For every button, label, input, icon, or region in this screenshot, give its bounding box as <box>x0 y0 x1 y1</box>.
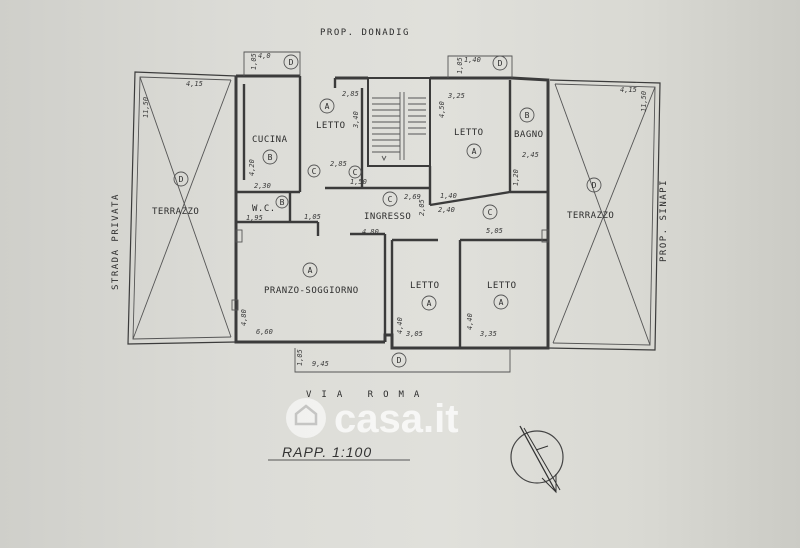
dim-32: 1,40 <box>464 56 481 64</box>
room-cucina: CUCINA <box>252 135 288 145</box>
dim-34: 1,20 <box>512 169 520 186</box>
label-street-bottom: VIA ROMA <box>306 390 429 400</box>
code-d-terrace-left: D <box>179 175 184 184</box>
room-wc: W.C. <box>252 204 276 214</box>
label-street-left: STRADA PRIVATA <box>111 193 121 290</box>
terrazzo-left-inner <box>132 76 232 340</box>
stair-steps <box>372 92 426 162</box>
code-c-hall-mid: C <box>353 168 358 177</box>
code-a-letto-bm: A <box>427 299 432 308</box>
balcony-bottom <box>294 348 511 373</box>
balcony-top-left <box>243 51 301 76</box>
watermark-text: casa.it <box>334 397 459 441</box>
room-ingresso: INGRESSO <box>364 212 411 222</box>
dim-6: 3,40 <box>352 111 360 129</box>
dimensions: 4,15 11,50 4,15 11,50 2,85 3,40 4,20 2,3… <box>142 52 648 368</box>
room-letto-top-left: LETTO <box>316 121 346 131</box>
code-a-pranzo: A <box>308 266 313 275</box>
dim-17: 4,50 <box>438 101 446 118</box>
dim-23: 6,60 <box>256 328 273 336</box>
dim-27: 3,35 <box>479 330 497 338</box>
building-wall-right <box>430 76 550 350</box>
code-a-letto-br: A <box>499 298 504 307</box>
code-d-terrace-right: D <box>592 181 597 190</box>
dim-10: 1,50 <box>350 178 367 186</box>
stairwell-box <box>367 77 431 167</box>
terrazzo-right-diagonal-2 <box>552 86 656 344</box>
terrazzo-right-inner <box>552 83 656 346</box>
dim-19: 1,40 <box>440 192 457 200</box>
dim-15: 4,80 <box>362 228 379 236</box>
dim-30: 1,05 <box>296 349 304 366</box>
room-letto-bottom-mid: LETTO <box>410 281 440 291</box>
dim-20: 2,40 <box>438 206 455 214</box>
dim-24: 4,40 <box>396 317 404 334</box>
terrazzo-left-diagonal <box>139 76 232 338</box>
north-arrow-icon <box>510 425 564 494</box>
code-c-ingresso: C <box>388 195 393 204</box>
code-b-cucina: B <box>268 153 273 162</box>
dim-1: 4,15 <box>186 80 203 88</box>
room-pranzo-soggiorno: PRANZO-SOGGIORNO <box>264 286 359 296</box>
dim-8: 2,30 <box>254 182 271 190</box>
room-code-letters: D D D D A B C C B C A B C A A A D <box>179 58 597 365</box>
code-a-letto-tl: A <box>325 102 330 111</box>
dim-21: 5,05 <box>486 227 503 235</box>
terrazzo-left-outline <box>127 71 237 345</box>
dim-18: 2,45 <box>522 151 539 159</box>
room-letto-top-right: LETTO <box>454 128 484 138</box>
room-terrazzo-left: TERRAZZO <box>152 207 199 217</box>
dim-13: 2,69 <box>404 193 421 201</box>
dim-12: 1,05 <box>304 213 321 221</box>
code-c-hall-left: C <box>312 167 317 176</box>
label-neighbor-right: PROP. SINAPI <box>659 179 669 262</box>
room-bagno: BAGNO <box>514 130 544 140</box>
code-d-balcony-bottom: D <box>397 356 402 365</box>
room-labels: TERRAZZO TERRAZZO CUCINA LETTO W.C. INGR… <box>152 121 614 296</box>
interior-walls <box>231 76 549 348</box>
room-terrazzo-right: TERRAZZO <box>567 211 614 221</box>
terrazzo-left-diagonal-2 <box>132 79 232 340</box>
code-b-wc: B <box>280 198 285 207</box>
dim-11: 1,95 <box>246 214 263 222</box>
dim-3: 4,15 <box>620 86 637 94</box>
dim-26: 4,40 <box>466 313 474 330</box>
watermark-logo: casa.it <box>286 397 459 441</box>
dim-2: 11,50 <box>142 97 150 118</box>
dim-25: 3,05 <box>405 330 423 338</box>
building-wall-left <box>234 76 385 344</box>
dim-16: 3,25 <box>447 92 465 100</box>
dim-29: 1,05 <box>250 53 258 70</box>
code-a-letto-tr: A <box>472 147 477 156</box>
terrazzo-right-outline <box>547 79 661 351</box>
terrazzo-right-diagonal <box>554 83 651 346</box>
balcony-top-right <box>447 55 513 78</box>
code-c-hall-right: C <box>488 208 493 217</box>
dim-5: 2,85 <box>342 90 359 98</box>
dim-4: 11,50 <box>640 91 648 112</box>
dim-33: 1,05 <box>456 57 464 74</box>
dim-28: 9,45 <box>312 360 329 368</box>
code-d-top-right: D <box>498 59 503 68</box>
code-d-top-left: D <box>289 58 294 67</box>
dim-22: 4,80 <box>240 309 248 326</box>
watermark-house-icon <box>286 398 326 438</box>
room-letto-bottom-right: LETTO <box>487 281 517 291</box>
dim-14: 2,05 <box>418 199 426 216</box>
code-b-bagno: B <box>525 111 530 120</box>
scale-label: RAPP. 1:100 <box>282 444 372 460</box>
label-neighbor-top: PROP. DONADIG <box>320 28 410 38</box>
dim-7: 4,20 <box>248 159 256 176</box>
dim-31: 4,0 <box>258 52 271 60</box>
room-codes <box>173 54 602 368</box>
dim-9: 2,85 <box>330 160 347 168</box>
